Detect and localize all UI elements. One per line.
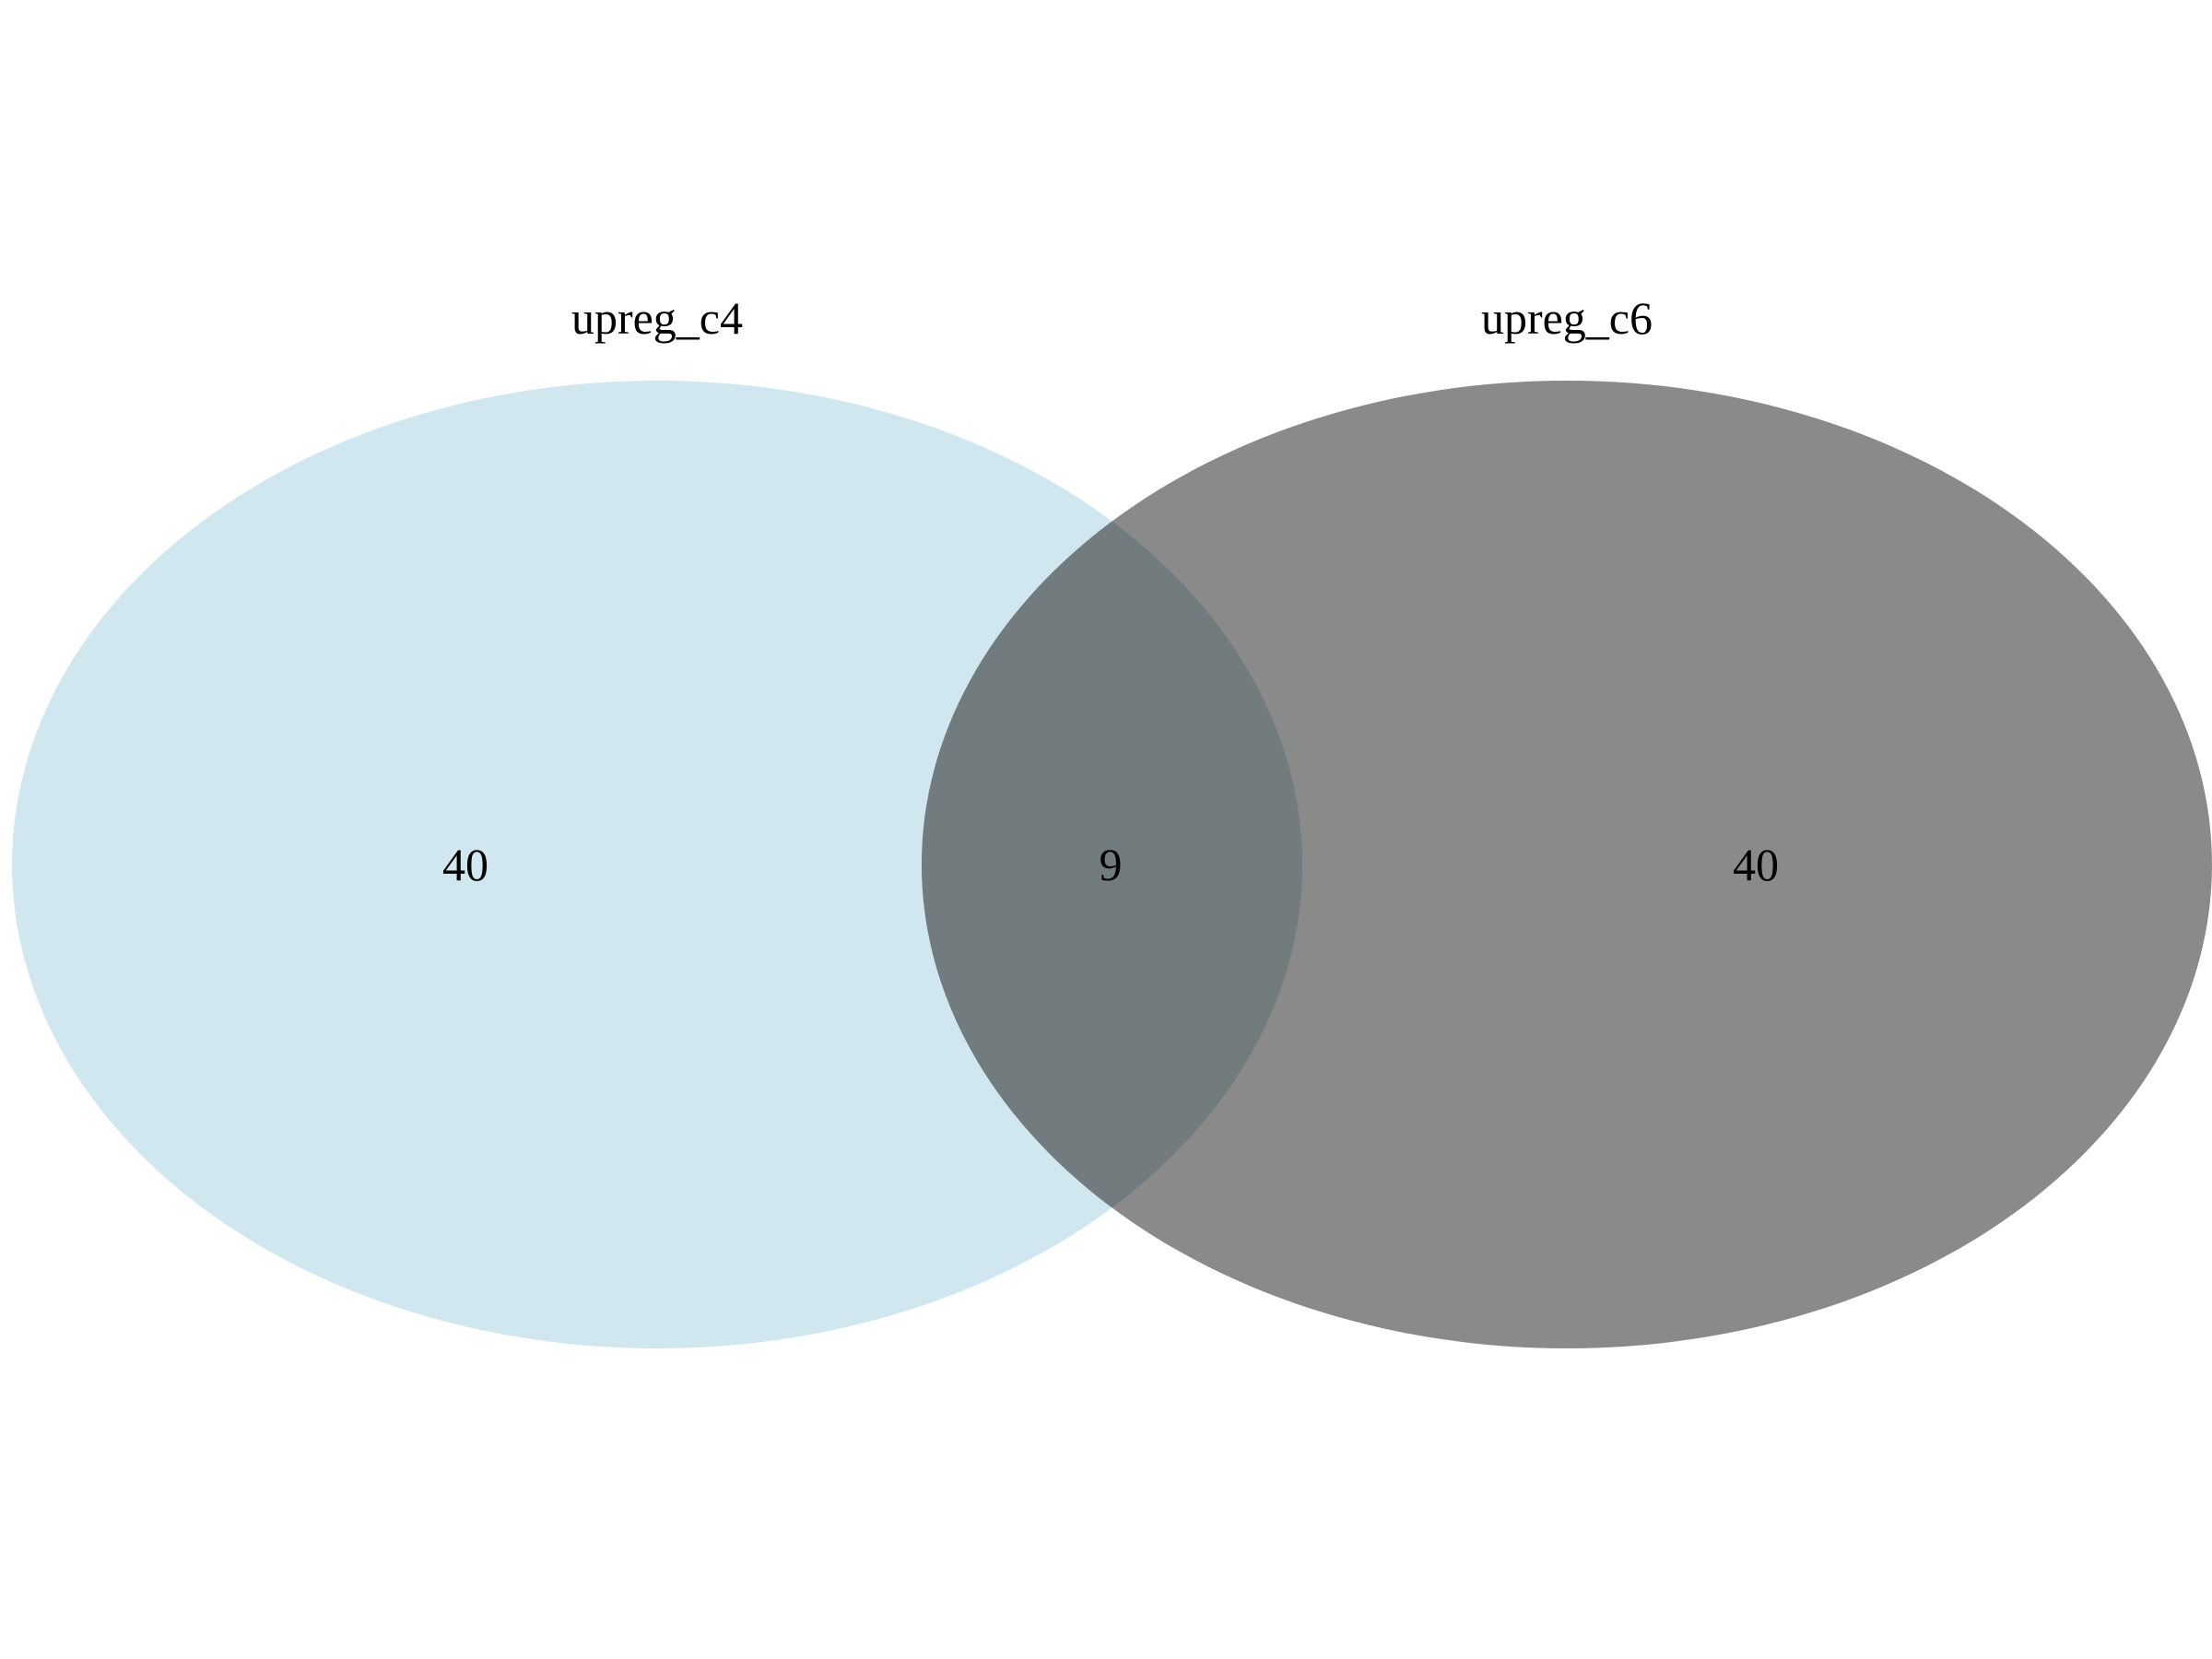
- count-only-left: 40: [442, 839, 488, 890]
- set-ellipse-upreg-c4: [12, 381, 1302, 1348]
- count-only-right: 40: [1733, 839, 1779, 890]
- count-intersection: 9: [1100, 839, 1123, 890]
- set-ellipse-upreg-c6: [922, 381, 2212, 1348]
- set-label-right: upreg_c6: [1481, 292, 1653, 344]
- set-label-left: upreg_c4: [571, 292, 743, 344]
